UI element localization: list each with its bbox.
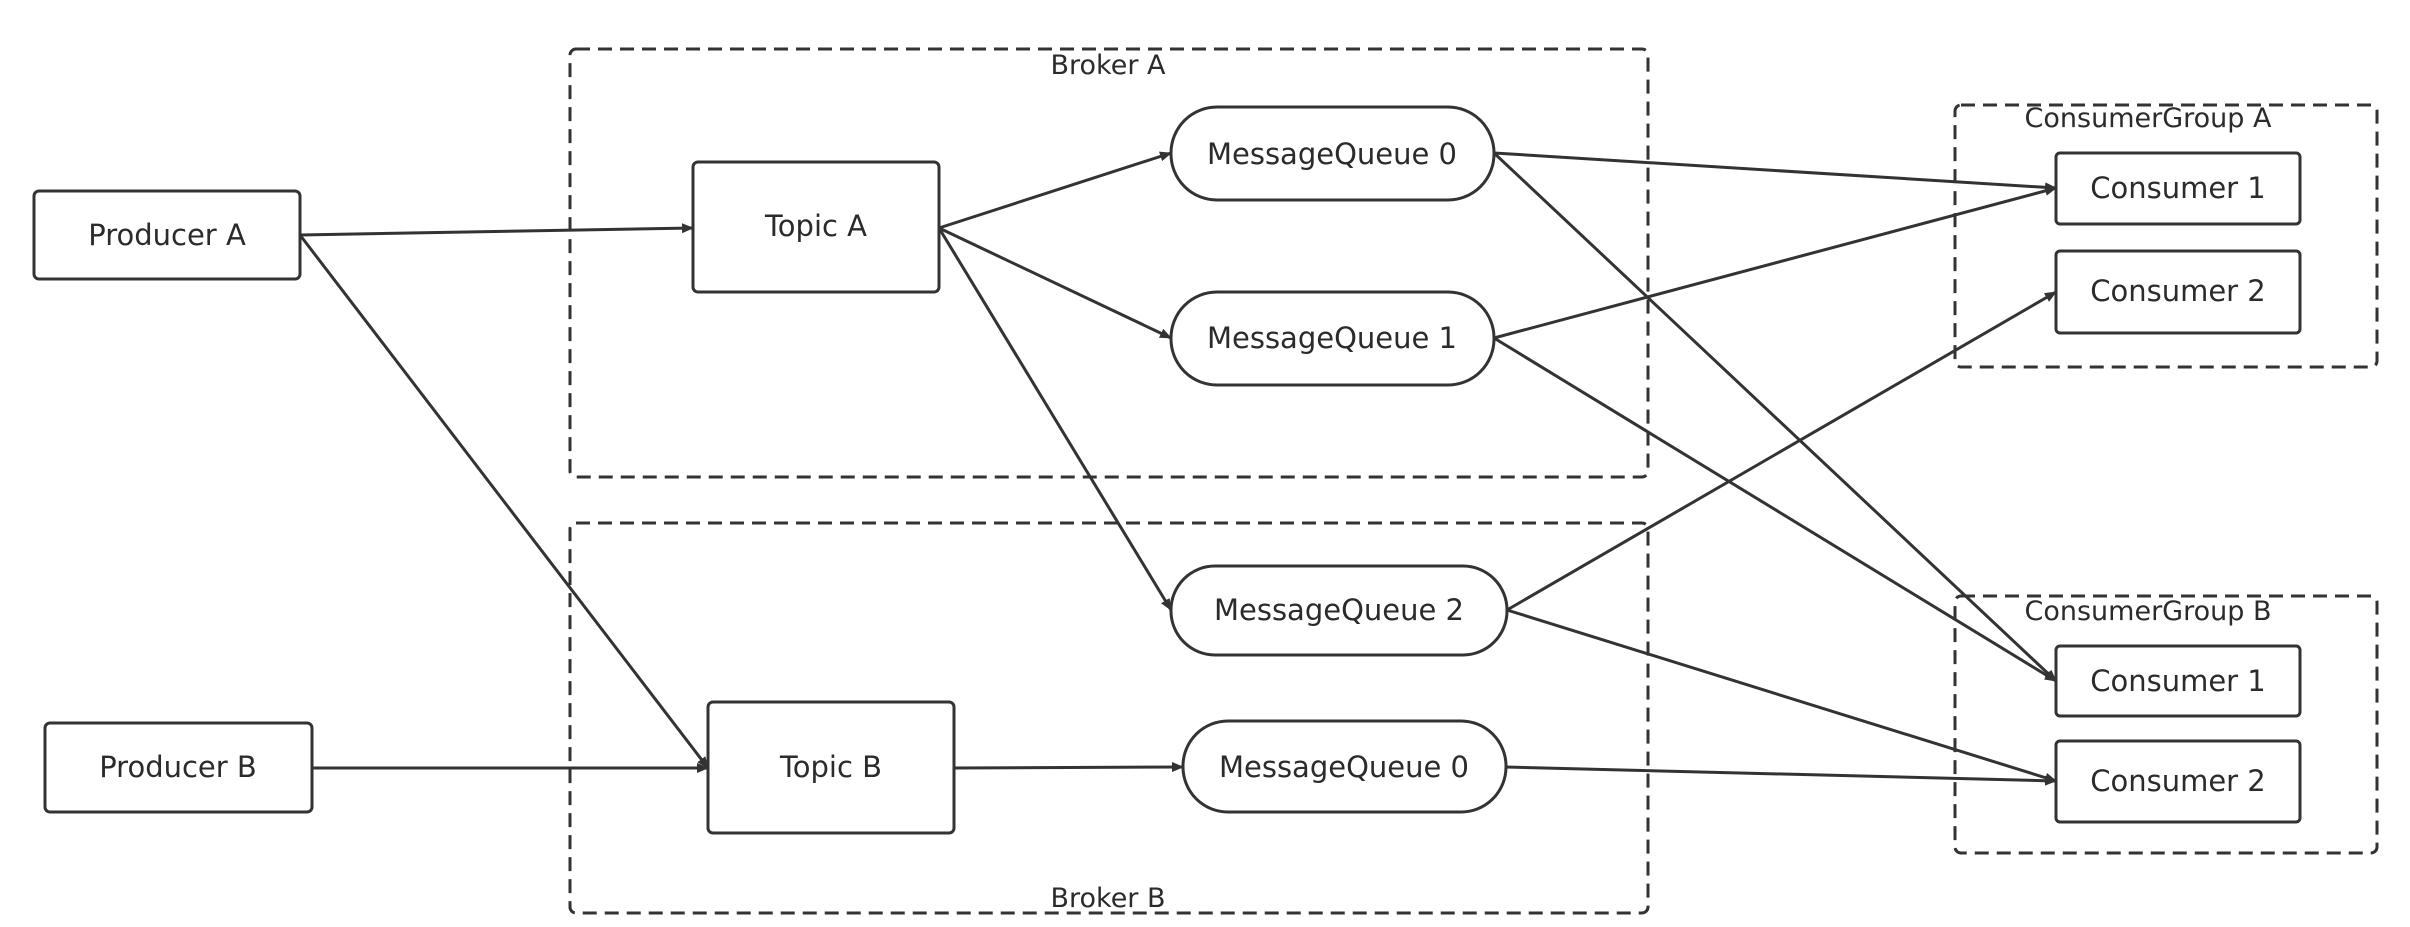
edge-mq-a2-to-cg-b-c2 [1506, 608, 2057, 783]
consumer-group-a-label: ConsumerGroup A [2025, 103, 2272, 134]
topic-a-node[interactable]: Topic A [691, 160, 941, 294]
message-queue-a2-label: MessageQueue 2 [1214, 593, 1464, 627]
edge-mq-b0-to-cg-b-c2 [1505, 765, 2057, 786]
edge-topic-a-to-mq-a1 [938, 226, 1172, 340]
message-queue-b0-node[interactable]: MessageQueue 0 [1181, 719, 1508, 814]
message-queue-a1-label: MessageQueue 1 [1207, 321, 1457, 355]
message-queue-a2-node[interactable]: MessageQueue 2 [1169, 564, 1509, 657]
producer-b-node[interactable]: Producer B [43, 721, 314, 814]
edge-mq-a1-to-cg-a-c1 [1493, 186, 2057, 340]
edge-producer-a-to-topic-b [298, 234, 710, 769]
consumer-group-a-consumer-2-node[interactable]: Consumer 2 [2054, 249, 2302, 335]
edge-topic-b-to-mq-b0 [953, 762, 1184, 773]
edge-producer-a-to-topic-a [299, 223, 694, 237]
producer-a-node[interactable]: Producer A [32, 189, 302, 281]
consumer-group-a-consumer-1-label: Consumer 1 [2090, 171, 2266, 205]
message-queue-a1-node[interactable]: MessageQueue 1 [1169, 290, 1496, 387]
broker-b-container: Broker B [568, 521, 1650, 915]
consumer-group-b-consumer-1-node[interactable]: Consumer 1 [2054, 644, 2302, 718]
broker-b-label: Broker B [1050, 883, 1165, 914]
broker-a-label: Broker A [1051, 50, 1167, 81]
consumer-group-a-consumer-1-node[interactable]: Consumer 1 [2054, 151, 2302, 226]
topic-b-node[interactable]: Topic B [706, 700, 956, 835]
producer-a-label: Producer A [88, 218, 246, 252]
edge-mq-a2-to-cg-a-c2 [1506, 290, 2057, 612]
message-queue-a0-label: MessageQueue 0 [1207, 137, 1457, 171]
producer-b-label: Producer B [99, 750, 257, 784]
edge-topic-a-to-mq-a2 [937, 227, 1173, 611]
consumer-group-b-consumer-2-node[interactable]: Consumer 2 [2054, 739, 2302, 824]
consumer-group-b-container: ConsumerGroup B [1953, 594, 2379, 855]
consumer-group-a-container: ConsumerGroup A [1953, 103, 2379, 369]
message-queue-b0-label: MessageQueue 0 [1219, 750, 1469, 784]
consumer-group-a-consumer-2-label: Consumer 2 [2090, 274, 2266, 308]
consumer-group-b-label: ConsumerGroup B [2025, 596, 2272, 627]
edges-layer [298, 151, 2058, 786]
edge-mq-a0-to-cg-b-c1 [1492, 151, 2058, 683]
message-queue-a0-node[interactable]: MessageQueue 0 [1169, 105, 1496, 202]
broker-a-container: Broker A [568, 47, 1650, 479]
topic-a-label: Topic A [764, 209, 867, 243]
consumer-group-b-consumer-2-label: Consumer 2 [2090, 764, 2266, 798]
edge-topic-a-to-mq-a0 [938, 151, 1172, 230]
edge-mq-a1-to-cg-b-c1 [1493, 336, 2057, 683]
edge-mq-a0-to-cg-a-c1 [1493, 151, 2057, 193]
topic-b-label: Topic B [779, 750, 882, 784]
consumer-group-b-consumer-1-label: Consumer 1 [2090, 664, 2266, 698]
